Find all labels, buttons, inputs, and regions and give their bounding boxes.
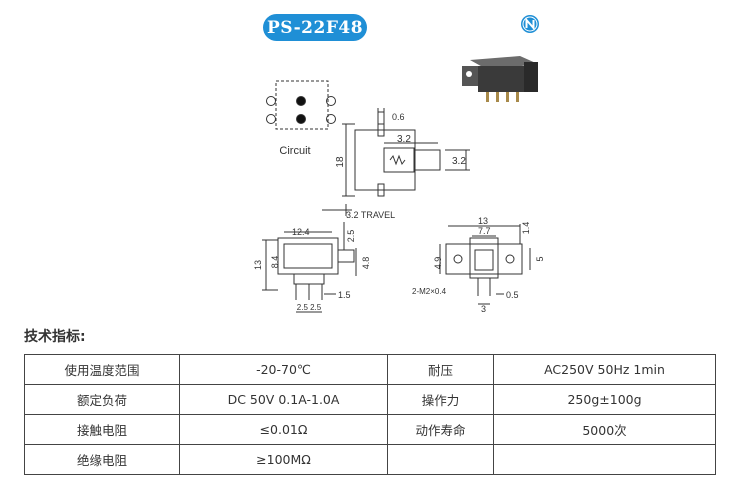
dim-7-7: 7.7	[478, 226, 491, 236]
dim-3-2-top: 3.2	[397, 134, 411, 145]
spec-value: 250g±100g	[493, 384, 716, 415]
dim-12-4: 12.4	[292, 227, 310, 237]
spec-value: 5000次	[493, 414, 716, 445]
table-row: 绝缘电阻 ≥100MΩ	[24, 444, 716, 475]
n-circle-logo-icon	[521, 15, 539, 33]
model-badge: PS-22F48	[263, 14, 367, 41]
spec-value: -20-70℃	[179, 354, 388, 385]
spec-key: 使用温度范围	[24, 354, 180, 385]
side-view	[342, 108, 470, 197]
dim-13-top: 13	[478, 216, 488, 226]
top-view	[439, 224, 531, 305]
spec-value: AC250V 50Hz 1min	[493, 354, 716, 385]
spec-title: 技术指标:	[24, 329, 86, 345]
product-photo	[462, 56, 538, 102]
spec-key: 接触电阻	[24, 414, 180, 445]
dim-0-5: 0.5	[506, 290, 519, 300]
dim-0-6: 0.6	[392, 112, 405, 122]
dim-3: 3	[481, 304, 486, 314]
dim-2-5: 2.5	[346, 230, 356, 243]
dim-18: 18	[335, 156, 346, 168]
dim-4-9: 4.9	[433, 257, 443, 270]
circuit-diagram	[266, 80, 336, 130]
spec-key: 额定负荷	[24, 384, 180, 415]
spec-key: 耐压	[387, 354, 494, 385]
dim-13-left: 13	[253, 260, 263, 270]
dim-3-2-right: 3.2	[452, 156, 466, 167]
spec-table: 使用温度范围 -20-70℃ 耐压 AC250V 50Hz 1min 额定负荷 …	[24, 354, 716, 475]
spec-value: DC 50V 0.1A-1.0A	[179, 384, 388, 415]
circuit-label: Circuit	[279, 145, 310, 157]
spec-key: 动作寿命	[387, 414, 494, 445]
technical-drawing: Circuit 0.6 3.2 3.2 18	[253, 56, 545, 314]
model-name: PS-22F48	[266, 17, 364, 38]
dim-1-5: 1.5	[338, 290, 351, 300]
dim-4-8: 4.8	[361, 257, 371, 270]
dim-5: 5	[535, 256, 545, 261]
spec-value	[493, 444, 716, 475]
spec-value: ≤0.01Ω	[179, 414, 388, 445]
table-row: 额定负荷 DC 50V 0.1A-1.0A 操作力 250g±100g	[24, 384, 716, 415]
front-view	[262, 204, 357, 313]
dim-1-4: 1.4	[521, 222, 531, 235]
dim-travel: 3.2 TRAVEL	[346, 210, 395, 220]
spec-key	[387, 444, 494, 475]
dim-2-5-pitch: 2.5 2.5	[297, 303, 322, 312]
spec-value: ≥100MΩ	[179, 444, 388, 475]
table-row: 使用温度范围 -20-70℃ 耐压 AC250V 50Hz 1min	[24, 354, 716, 385]
dim-8-4: 8.4	[270, 256, 280, 269]
dim-hole: 2-M2×0.4	[412, 287, 447, 296]
spec-key: 绝缘电阻	[24, 444, 180, 475]
spec-key: 操作力	[387, 384, 494, 415]
table-row: 接触电阻 ≤0.01Ω 动作寿命 5000次	[24, 414, 716, 445]
